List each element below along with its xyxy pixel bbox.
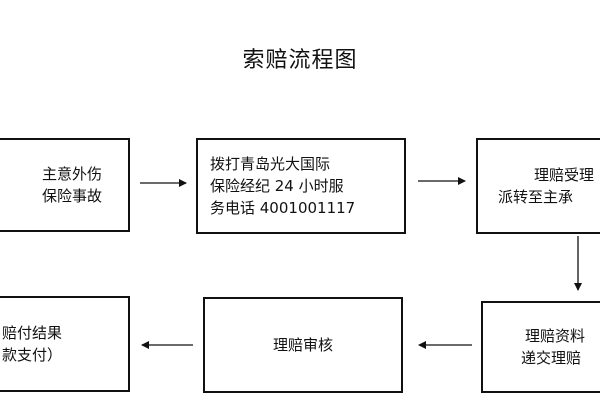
node-submit-line-2: 递交理赔 — [521, 349, 582, 367]
node-accept-line-1: 理赔受理 — [534, 166, 595, 184]
node-accept-line-2: 派转至主承 — [498, 188, 574, 206]
node-call-hotline: 拨打青岛光大国际 保险经纪 24 小时服 务电话 4001001117 — [196, 138, 406, 234]
node-accident-line-1: 主意外伤 — [41, 165, 102, 183]
node-call-line-2: 保险经纪 24 小时服 — [210, 177, 344, 195]
node-claim-review: 理赔审核 — [203, 297, 403, 393]
diagram-title: 索赔流程图 — [242, 48, 358, 73]
node-accident: 主意外伤 保险事故 — [0, 138, 130, 232]
node-result-line-2: 款支付） — [2, 346, 63, 364]
node-submit-documents: 理赔资料 递交理赔 — [481, 301, 600, 393]
node-call-line-1: 拨打青岛光大国际 — [210, 155, 331, 173]
node-result-line-1: 赔付结果 — [2, 324, 63, 342]
node-call-line-3: 务电话 4001001117 — [210, 199, 356, 217]
node-payment-result: 赔付结果 款支付） — [0, 296, 130, 392]
node-accident-line-2: 保险事故 — [41, 187, 102, 205]
node-submit-line-1: 理赔资料 — [525, 327, 586, 345]
node-claim-accept: 理赔受理 派转至主承 — [476, 138, 600, 234]
node-review-line-1: 理赔审核 — [272, 336, 333, 354]
